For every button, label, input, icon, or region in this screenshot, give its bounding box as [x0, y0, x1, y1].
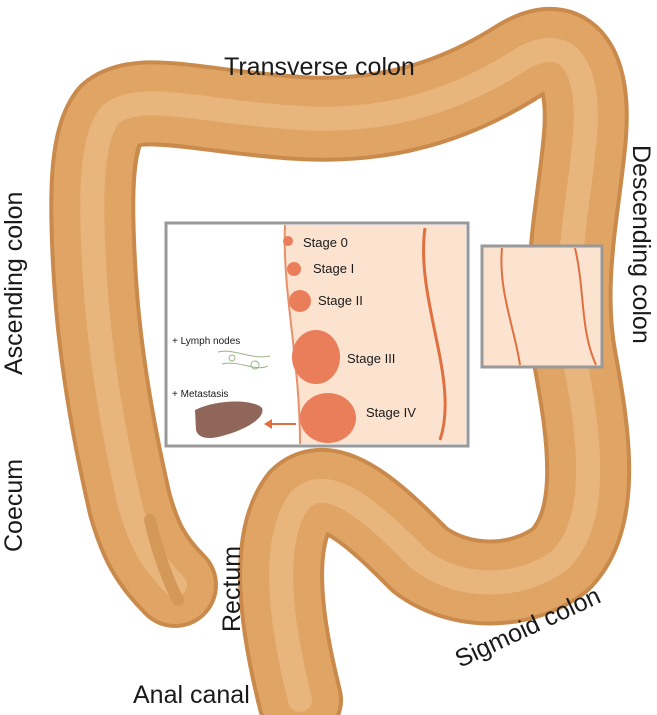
stages-inset: Stage 0 Stage I Stage II Stage III Stage…	[166, 223, 468, 446]
stage-2-label: Stage II	[318, 293, 363, 308]
tumor-stage-0	[283, 236, 293, 246]
metastasis-label: + Metastasis	[172, 389, 228, 400]
tumor-stage-4	[300, 393, 356, 443]
coecum-label: Coecum	[0, 459, 28, 552]
stage-0-label: Stage 0	[303, 235, 348, 250]
stage-1-label: Stage I	[313, 261, 354, 276]
stage-3-label: Stage III	[347, 351, 395, 366]
anal-canal-label: Anal canal	[133, 681, 250, 709]
transverse-colon-label: Transverse colon	[224, 53, 415, 81]
ascending-colon-label: Ascending colon	[0, 192, 28, 375]
rectum-label: Rectum	[218, 546, 246, 632]
tumor-stage-2	[289, 290, 311, 312]
descending-detail	[482, 246, 602, 367]
descending-colon-label: Descending colon	[627, 145, 655, 344]
tumor-stage-3	[292, 330, 340, 384]
tumor-stage-1	[287, 262, 301, 276]
stage-4-label: Stage IV	[366, 405, 416, 420]
lymph-nodes-label: + Lymph nodes	[172, 336, 240, 347]
